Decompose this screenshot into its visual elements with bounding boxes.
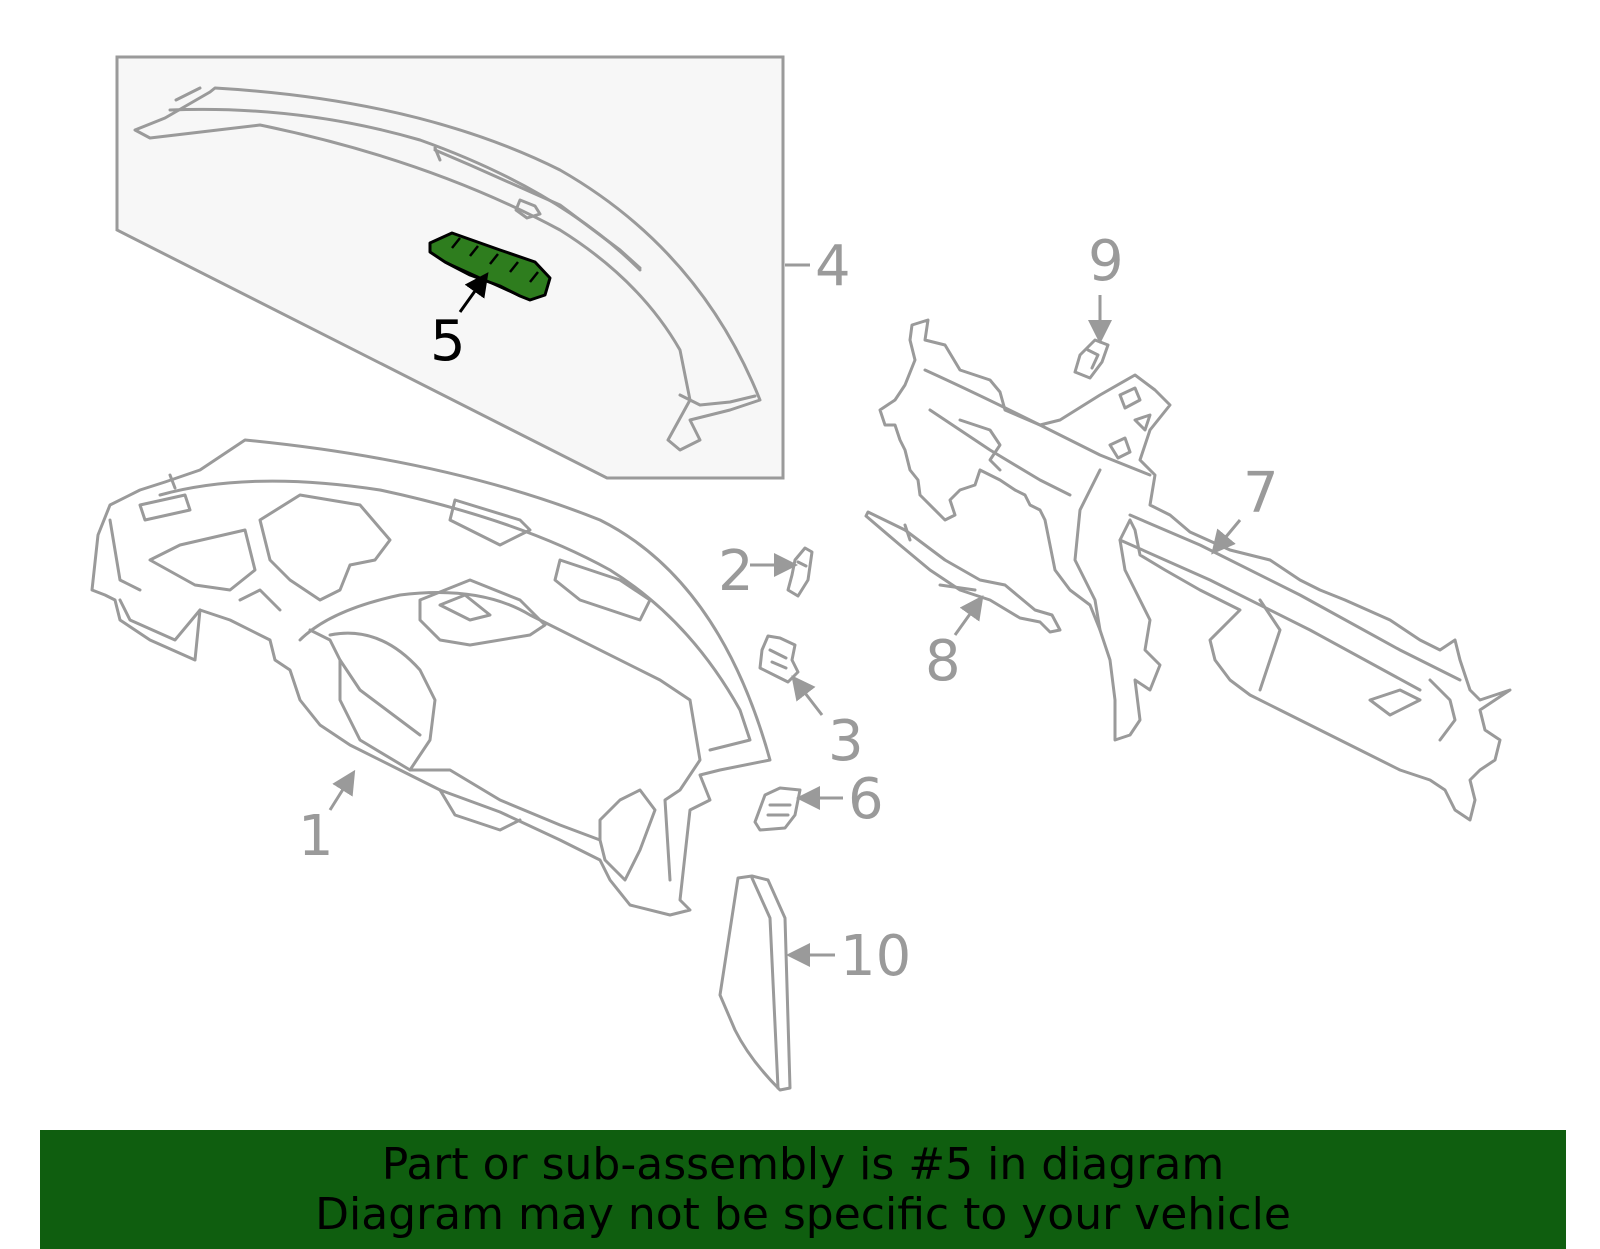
callout-4: 4 xyxy=(815,234,851,299)
part-4-defroster-panel[interactable] xyxy=(133,86,762,452)
leader-5 xyxy=(458,272,489,313)
callout-6: 6 xyxy=(848,767,884,832)
banner-line-2: Diagram may not be specific to your vehi… xyxy=(315,1189,1291,1240)
part-9-bracket[interactable] xyxy=(1073,338,1110,380)
part-1-instrument-panel[interactable] xyxy=(90,438,772,917)
leader-lines xyxy=(328,263,1242,967)
callout-9: 9 xyxy=(1088,229,1124,294)
part-10-side-cover[interactable] xyxy=(718,874,792,1092)
callout-3: 3 xyxy=(828,709,864,774)
callout-5: 5 xyxy=(430,309,466,374)
banner-line-1: Part or sub-assembly is #5 in diagram xyxy=(381,1139,1225,1190)
leader-1 xyxy=(328,769,356,811)
leader-3 xyxy=(791,675,824,716)
part-6-vent[interactable] xyxy=(753,786,802,832)
callout-7: 7 xyxy=(1243,461,1279,526)
parts-diagram: 1 2 3 4 5 6 7 8 9 10 xyxy=(90,55,1512,1092)
leader-8 xyxy=(953,595,984,636)
inset-box xyxy=(115,55,785,480)
callout-1: 1 xyxy=(298,804,334,869)
part-8-brace[interactable] xyxy=(864,510,1062,634)
part-3-bracket[interactable] xyxy=(758,634,800,684)
callout-8: 8 xyxy=(925,629,961,694)
leader-7 xyxy=(1211,519,1242,555)
callout-2: 2 xyxy=(718,539,754,604)
info-banner: Part or sub-assembly is #5 in diagram Di… xyxy=(40,1130,1566,1249)
callout-10: 10 xyxy=(840,924,911,989)
callout-labels: 1 2 3 4 5 6 7 8 9 10 xyxy=(298,229,1279,989)
part-7-cross-car-beam[interactable] xyxy=(878,318,1512,822)
part-2-clip[interactable] xyxy=(786,546,814,598)
